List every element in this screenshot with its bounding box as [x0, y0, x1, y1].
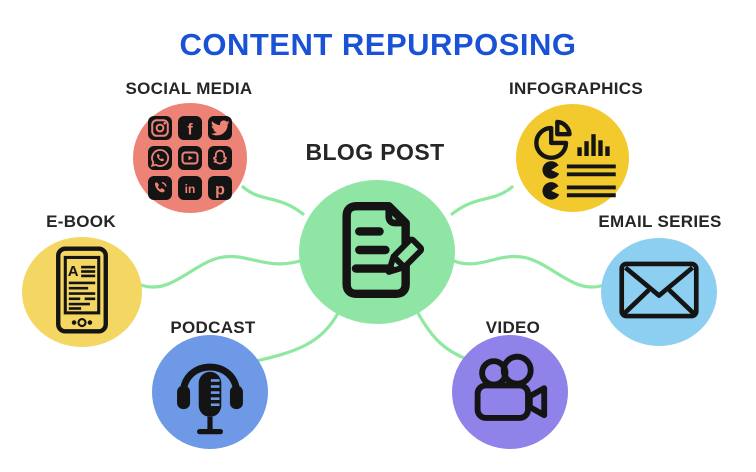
- svg-text:A: A: [68, 262, 79, 279]
- connector-e-book: [139, 254, 302, 289]
- video-circle: [452, 335, 568, 449]
- youtube-icon: [178, 146, 202, 170]
- blog-post-circle: [299, 180, 455, 324]
- e-reader-icon: A: [51, 245, 113, 339]
- charts-icon: [525, 111, 621, 206]
- document-pencil-icon: [318, 191, 436, 314]
- connector-podcast: [254, 311, 340, 363]
- infographics-label: INFOGRAPHICS: [509, 79, 643, 98]
- page-title: CONTENT REPURPOSING: [179, 27, 577, 62]
- social-media-circle: f: [133, 103, 247, 213]
- facebook-icon: f: [178, 116, 202, 140]
- e-book-circle: A: [22, 237, 142, 347]
- bar-chart-icon: [576, 133, 610, 156]
- svg-text:in: in: [185, 182, 196, 196]
- instagram-icon: [148, 116, 172, 140]
- microphone-headphones-icon: [171, 342, 249, 443]
- pie-chart-icon: [533, 119, 572, 160]
- envelope-icon: [618, 260, 700, 325]
- twitter-icon: [208, 116, 232, 140]
- whatsapp-icon: [148, 146, 172, 170]
- blog-post-label: BLOG POST: [305, 139, 445, 165]
- phone-call-icon: [148, 176, 172, 200]
- pie-list-icon: [541, 160, 616, 179]
- social-icons-grid: f: [148, 116, 232, 200]
- email-series-label: EMAIL SERIES: [598, 212, 722, 231]
- video-label: VIDEO: [485, 318, 541, 337]
- infographics-circle: [516, 104, 629, 212]
- pinterest-icon: p: [208, 176, 232, 200]
- video-camera-icon: [465, 352, 555, 433]
- email-series-circle: [601, 238, 717, 346]
- podcast-label: PODCAST: [170, 318, 256, 337]
- pie-list-icon: [541, 181, 616, 200]
- snapchat-icon: [208, 146, 232, 170]
- linkedin-icon: in: [178, 176, 202, 200]
- podcast-circle: [152, 335, 268, 449]
- connector-email-series: [452, 254, 606, 289]
- connector-infographics: [450, 185, 514, 216]
- connector-social-media: [241, 185, 305, 216]
- connector-video: [416, 311, 466, 360]
- svg-text:p: p: [215, 182, 225, 199]
- social-media-label: SOCIAL MEDIA: [125, 79, 253, 98]
- e-book-label: E-BOOK: [46, 212, 116, 231]
- svg-text:f: f: [187, 122, 193, 139]
